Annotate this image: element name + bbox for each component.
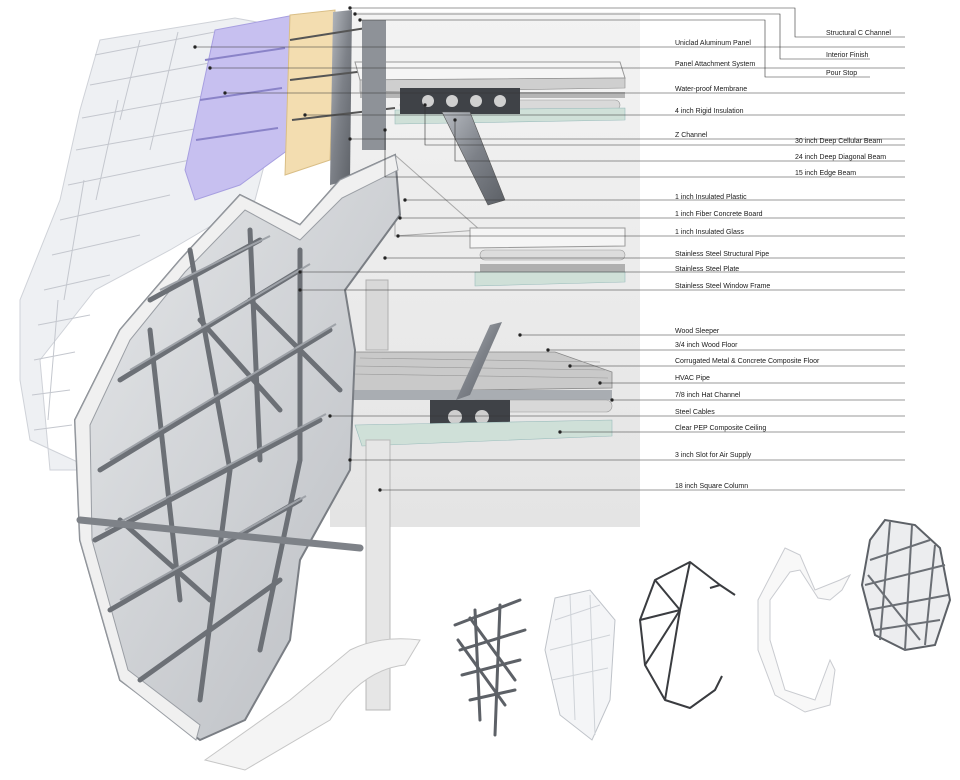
leader-dot-waterproof-membrane <box>223 91 227 95</box>
leader-dot-pep-ceiling <box>558 430 562 434</box>
leader-dot-insulated-plastic <box>403 198 407 202</box>
leader-dot-fiber-concrete-board <box>398 216 402 220</box>
callout-insulated-glass: 1 inch Insulated Glass <box>675 229 744 236</box>
callout-labels: Structural C Channel Uniclad Aluminum Pa… <box>675 30 891 490</box>
wireframe-outline-icon <box>639 561 736 709</box>
leader-dot-structural-c-channel <box>348 6 352 10</box>
leader-lines <box>193 6 905 492</box>
glazing-shell-icon <box>544 589 616 741</box>
middle-floor-slab <box>469 227 626 287</box>
callout-fiber-concrete-board: 1 inch Fiber Concrete Board <box>675 211 763 218</box>
leader-line-edge-beam <box>384 130 905 178</box>
leader-line-cellular-beam <box>424 105 905 146</box>
leader-dot-cellular-beam <box>423 103 427 107</box>
callout-hvac-pipe: HVAC Pipe <box>675 375 710 382</box>
leader-dot-wood-sleeper <box>518 333 522 337</box>
membrane-furring-lines <box>195 47 286 141</box>
callout-edge-beam: 15 inch Edge Beam <box>795 170 856 177</box>
callout-pep-ceiling: Clear PEP Composite Ceiling <box>675 425 766 432</box>
callout-panel-attachment-system: Panel Attachment System <box>675 61 755 68</box>
leader-dot-panel-attachment-system <box>208 66 212 70</box>
callout-hat-channel: 7/8 inch Hat Channel <box>675 392 741 399</box>
callout-diagonal-beam: 24 inch Deep Diagonal Beam <box>795 154 886 161</box>
leader-line-structural-c-channel <box>350 7 905 38</box>
leader-dot-edge-beam <box>383 128 387 132</box>
callout-rigid-insulation: 4 inch Rigid Insulation <box>675 108 744 115</box>
upper-column-spine <box>362 20 386 150</box>
callout-pour-stop: Pour Stop <box>826 70 857 77</box>
leader-dot-diagonal-beam <box>453 118 457 122</box>
steel-glass-pod <box>73 153 421 771</box>
leader-dot-interior-finish <box>353 12 357 16</box>
callout-insulated-plastic: 1 inch Insulated Plastic <box>675 194 747 201</box>
lower-floor-slab <box>339 351 613 447</box>
structural-c-channel-band <box>330 10 352 185</box>
callout-cellular-beam: 30 inch Deep Cellular Beam <box>795 138 882 145</box>
callout-air-slot: 3 inch Slot for Air Supply <box>675 452 752 459</box>
leader-line-interior-finish <box>355 13 870 60</box>
structural-pipe <box>76 516 364 552</box>
callout-wood-sleeper: Wood Sleeper <box>675 328 720 335</box>
mid-column <box>365 279 389 351</box>
callout-square-column: 18 inch Square Column <box>675 483 748 490</box>
callout-structural-c-channel: Structural C Channel <box>826 30 891 37</box>
leader-dot-hat-channel <box>610 398 614 402</box>
assembled-frame-icon <box>860 518 952 652</box>
lower-diagonal-beam <box>456 322 502 400</box>
leader-dot-hvac-pipe <box>598 381 602 385</box>
leader-dot-pour-stop <box>358 18 362 22</box>
steel-frame-members-icon <box>453 598 527 737</box>
callout-steel-cables: Steel Cables <box>675 409 715 416</box>
callout-interior-finish: Interior Finish <box>826 52 869 59</box>
leader-dot-composite-floor <box>568 364 572 368</box>
callout-stainless-plate: Stainless Steel Plate <box>675 266 739 273</box>
leader-dot-wood-floor <box>546 348 550 352</box>
leader-dot-square-column <box>378 488 382 492</box>
leader-dot-unclad-aluminum-panel <box>193 45 197 49</box>
rigid-insulation-layer <box>284 9 336 176</box>
leader-dot-air-slot <box>348 458 352 462</box>
callout-composite-floor: Corrugated Metal & Concrete Composite Fl… <box>675 358 820 365</box>
callout-wood-floor: 3/4 inch Wood Floor <box>675 342 738 349</box>
callout-stainless-window-frame: Stainless Steel Window Frame <box>675 283 770 290</box>
upper-floor-slab <box>354 61 626 125</box>
leader-dot-stainless-plate <box>298 270 302 274</box>
leader-dot-insulated-glass <box>396 234 400 238</box>
leader-dot-steel-cables <box>328 414 332 418</box>
callout-waterproof-membrane: Water-proof Membrane <box>675 86 747 93</box>
leader-dot-stainless-structural-pipe <box>383 256 387 260</box>
callout-z-channel: Z Channel <box>675 132 708 139</box>
leader-line-diagonal-beam <box>454 120 905 162</box>
exploded-component-views <box>453 518 952 741</box>
callout-stainless-structural-pipe: Stainless Steel Structural Pipe <box>675 251 769 258</box>
leader-dot-rigid-insulation <box>303 113 307 117</box>
leader-dot-z-channel <box>348 137 352 141</box>
callout-unclad-aluminum-panel: Uniclad Aluminum Panel <box>675 40 751 47</box>
pod-plinth <box>203 638 421 771</box>
leader-line-pour-stop <box>360 19 870 78</box>
leader-dot-stainless-window-frame <box>298 288 302 292</box>
solid-surround-icon <box>757 547 852 713</box>
